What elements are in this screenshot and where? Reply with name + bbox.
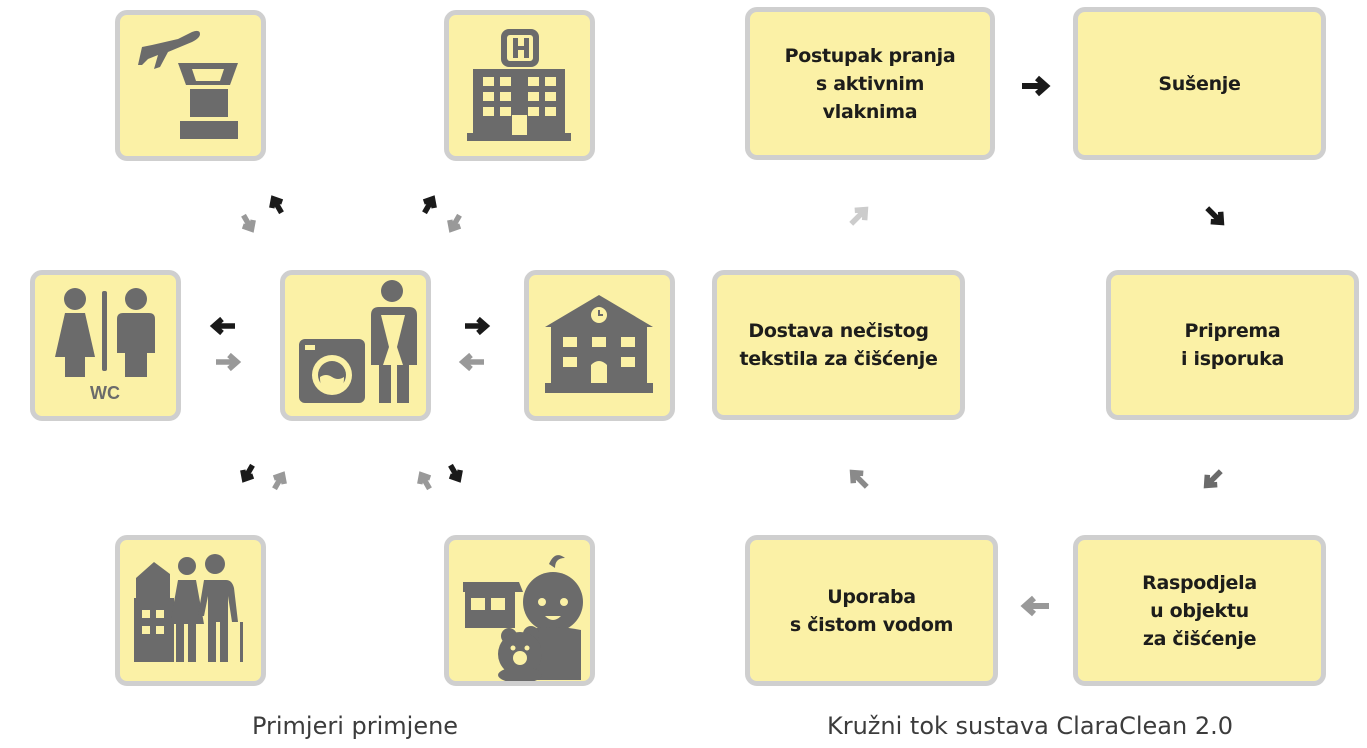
arrow-from-elderly-home [272,471,287,491]
step-collect: Dostava nečistog tekstila za čišćenje [712,270,965,420]
laundry-worker-icon [299,280,417,403]
restroom-tile: WC [30,270,181,421]
arrow-from-kindergarten [417,471,432,491]
claraclean-cycle-caption: Kružni tok sustava ClaraClean 2.0 [826,712,1234,740]
step-use-label: Uporaba s čistom vodom [789,585,954,636]
arrow-dry-to-prepare [1205,206,1225,226]
kindergarten-tile [444,535,595,686]
arrow-to-elderly-home [240,463,255,483]
arrow-from-restroom [216,352,242,372]
step-dry-label: Sušenje [1158,72,1241,95]
arrow-use-to-collect [849,469,869,489]
hospital-icon [467,29,571,141]
school-building-icon [545,295,653,393]
elderly-home-icon [134,554,243,662]
step-prepare-label: Priprema i isporuka [1181,320,1284,370]
school-tile [524,270,675,421]
step-distribute-label: Raspodjela u objektu za čišćenje [1142,571,1257,650]
airport-tile [115,10,266,161]
arrow-from-school [458,352,484,372]
restroom-icon: WC [55,288,155,403]
kindergarten-icon [463,555,583,681]
arrow-wash-to-dry [1022,75,1051,97]
airport-tower-icon [138,30,238,139]
step-collect-label: Dostava nečistog tekstila za čišćenje [739,320,938,370]
step-wash: Postupak pranja s aktivnim vlaknima [745,7,995,160]
arrow-to-restroom [209,316,235,336]
arrow-from-hospital [447,213,462,233]
application-examples-caption: Primjeri primjene [251,712,459,740]
wc-label: WC [90,383,120,403]
step-dry: Sušenje [1073,7,1326,160]
hospital-tile [444,10,595,161]
step-distribute: Raspodjela u objektu za čišćenje [1073,535,1326,686]
arrow-to-school [465,316,491,336]
arrow-to-kindergarten [448,463,463,483]
step-use: Uporaba s čistom vodom [745,535,998,686]
elderly-home-tile [115,535,266,686]
arrow-collect-to-wash [849,206,869,226]
step-prepare: Priprema i isporuka [1106,270,1359,420]
step-wash-label: Postupak pranja s aktivnim vlaknima [784,44,956,123]
arrow-prepare-to-distribute [1203,469,1223,489]
arrow-from-airport [241,213,256,233]
laundry-worker-tile [280,270,431,421]
arrow-to-hospital [422,195,437,215]
arrow-distribute-to-use [1020,595,1049,617]
arrow-to-airport [269,195,284,215]
